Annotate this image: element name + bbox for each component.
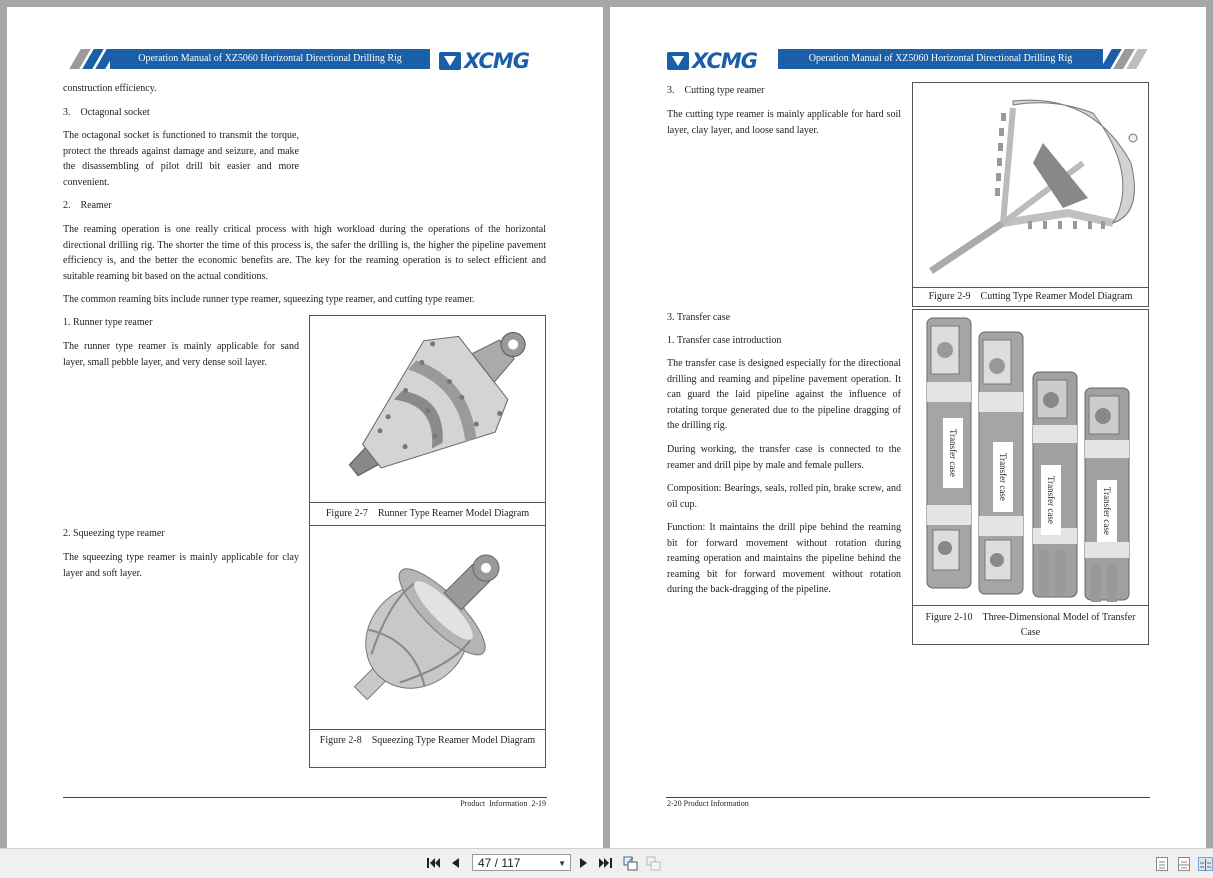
paragraph-reamer: The reaming operation is one really crit…	[63, 224, 546, 282]
next-page-button[interactable]	[578, 855, 590, 871]
xcmg-logo: XCMG	[439, 49, 530, 73]
heading-transfer-case: 3. Transfer case	[667, 312, 731, 323]
next-page-icon	[580, 858, 587, 868]
transfer-case-label-4: Transfer case	[1097, 480, 1117, 542]
transfer-case-image: Transfer case Transfer case Transfer cas…	[913, 310, 1148, 606]
figure-2-9-caption: Figure 2-9 Cutting Type Reamer Model Dia…	[928, 291, 1133, 302]
continuous-page-icon	[1179, 861, 1189, 869]
paragraph-working: During working, the transfer case is con…	[667, 444, 901, 471]
first-page-button[interactable]	[426, 855, 440, 871]
last-page-button[interactable]	[598, 855, 612, 871]
continuous-view-button[interactable]	[1178, 857, 1190, 871]
paragraph-octagonal-socket: The octagonal socket is functioned to tr…	[63, 130, 299, 188]
heading-transfer-case-intro: 1. Transfer case introduction	[667, 335, 782, 346]
fit-page-icon	[623, 856, 637, 870]
figure-2-9: Figure 2-9 Cutting Type Reamer Model Dia…	[912, 82, 1149, 307]
header-stripes-decoration	[69, 49, 117, 69]
pdf-viewer-toolbar: 47 / 117 ▼	[0, 848, 1213, 878]
header-title-band: Operation Manual of XZ5060 Horizontal Di…	[110, 49, 430, 69]
paragraph-common-bits: The common reaming bits include runner t…	[63, 294, 475, 305]
fit-width-button[interactable]	[645, 855, 661, 871]
xcmg-logo-icon	[439, 52, 461, 70]
transfer-case-label-3: Transfer case	[1041, 465, 1061, 535]
figure-2-7-caption: Figure 2-7 Runner Type Reamer Model Diag…	[325, 508, 530, 519]
first-page-icon	[426, 858, 440, 868]
heading-octagonal-socket: 3. Octagonal socket	[63, 107, 150, 118]
single-page-view-button[interactable]	[1156, 857, 1168, 871]
figure-2-10-caption: Figure 2-10 Three-Dimensional Model of T…	[925, 612, 1136, 638]
page-number-select[interactable]: 47 / 117 ▼	[472, 854, 571, 871]
heading-cutting-type: 3. Cutting type reamer	[667, 85, 765, 96]
heading-runner-type: 1. Runner type reamer	[63, 317, 153, 328]
paragraph-function: Function: It maintains the drill pipe be…	[667, 522, 901, 596]
facing-pages-icon	[1200, 859, 1211, 871]
figure-2-10: Transfer case Transfer case Transfer cas…	[912, 309, 1149, 645]
transfer-case-label-1: Transfer case	[943, 418, 963, 488]
facing-pages-view-button[interactable]	[1198, 857, 1213, 871]
xcmg-logo: XCMG	[667, 49, 758, 73]
page-footer-right: 2-20 Product Information	[667, 799, 749, 808]
fit-page-button[interactable]	[622, 855, 638, 871]
xcmg-logo-icon	[667, 52, 689, 70]
page-footer-left: Product Information 2-19	[460, 799, 546, 808]
header-stripes-decoration	[1100, 49, 1148, 69]
figure-2-8: Figure 2-8 Squeezing Type Reamer Model D…	[309, 525, 546, 768]
paragraph-transfer-case: The transfer case is designed especially…	[667, 358, 901, 432]
pdf-page-left: Operation Manual of XZ5060 Horizontal Di…	[7, 7, 603, 848]
header-title-band: Operation Manual of XZ5060 Horizontal Di…	[778, 49, 1103, 69]
paragraph-cutting-type: The cutting type reamer is mainly applic…	[667, 109, 901, 136]
cutting-reamer-image	[913, 83, 1148, 288]
paragraph-continued: construction efficiency.	[63, 83, 157, 94]
last-page-icon	[598, 858, 612, 868]
fit-width-icon	[646, 856, 660, 870]
paragraph-runner-type: The runner type reamer is mainly applica…	[63, 341, 299, 368]
heading-squeezing-type: 2. Squeezing type reamer	[63, 528, 165, 539]
heading-reamer: 2. Reamer	[63, 200, 112, 211]
previous-page-icon	[452, 858, 459, 868]
dropdown-arrow-icon: ▼	[558, 859, 566, 868]
paragraph-squeezing-type: The squeezing type reamer is mainly appl…	[63, 552, 299, 579]
runner-reamer-image	[310, 316, 545, 503]
transfer-case-label-2: Transfer case	[993, 442, 1013, 512]
footer-divider	[63, 797, 547, 798]
pdf-page-right: XCMG Operation Manual of XZ5060 Horizont…	[610, 7, 1206, 848]
squeezing-reamer-image	[310, 526, 545, 730]
single-page-icon	[1159, 861, 1165, 869]
figure-2-7: Figure 2-7 Runner Type Reamer Model Diag…	[309, 315, 546, 526]
paragraph-composition: Composition: Bearings, seals, rolled pin…	[667, 483, 901, 510]
figure-2-8-caption: Figure 2-8 Squeezing Type Reamer Model D…	[319, 735, 536, 746]
previous-page-button[interactable]	[449, 855, 461, 871]
footer-divider	[666, 797, 1150, 798]
